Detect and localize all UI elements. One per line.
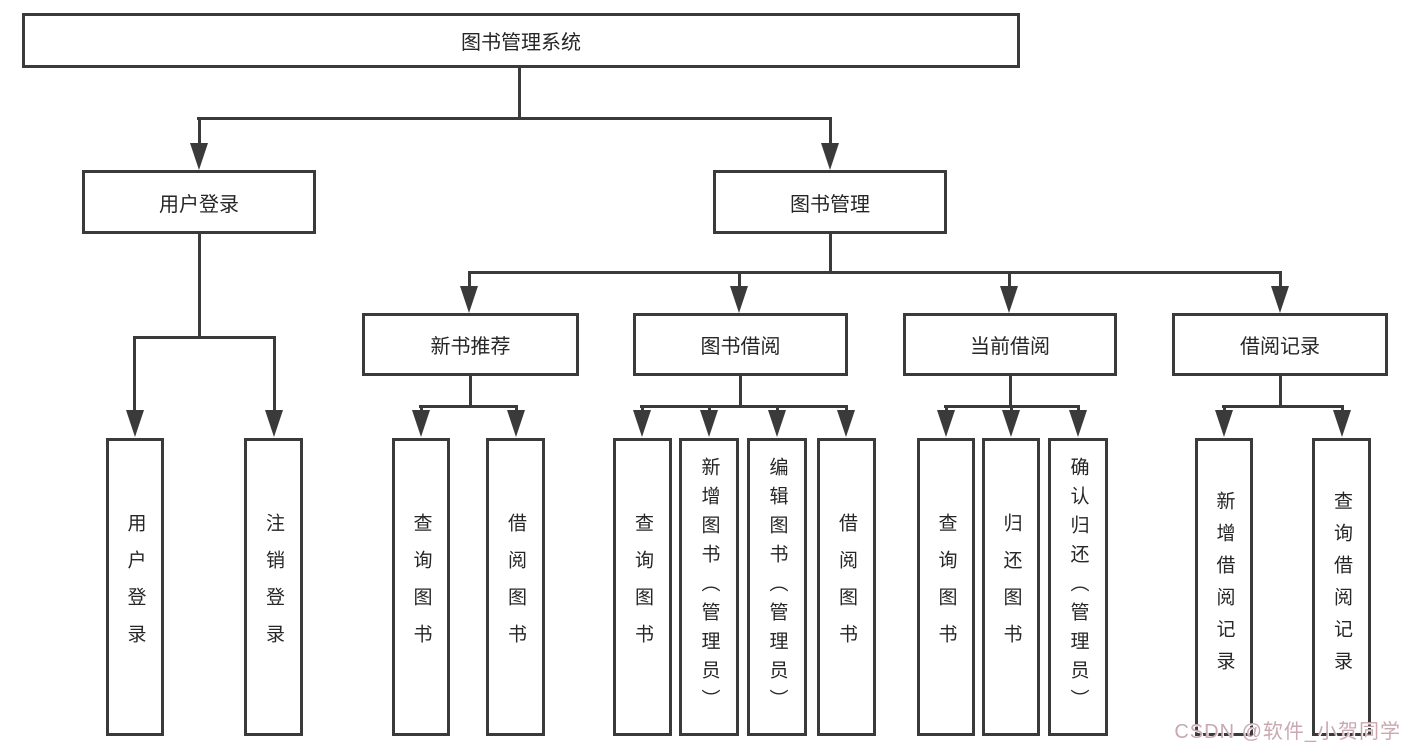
leaf-add-book-admin: 新增图书（管理员） xyxy=(679,438,739,736)
connector-split-book-borrow xyxy=(640,405,848,408)
leaf-add-borrow-record: 新增借阅记录 xyxy=(1195,438,1253,736)
node-book-borrow: 图书借阅 xyxy=(633,313,848,376)
connector-arrow-shaft-add-borrow-record xyxy=(1223,405,1226,413)
leaf-label: 确认归还（管理员） xyxy=(1067,456,1089,718)
connector-arrow-shaft-book-management xyxy=(829,117,832,147)
connector-split-level3 xyxy=(468,271,1282,274)
connector-arrow-shaft-user-login xyxy=(198,117,201,147)
leaf-query-books-1: 查询图书 xyxy=(392,438,450,736)
arrowhead-borrow-books-1 xyxy=(507,410,525,437)
leaf-label: 借阅图书 xyxy=(505,513,526,661)
connector-arrow-shaft-return-book xyxy=(1010,405,1013,413)
arrowhead-leaf-user-login xyxy=(126,410,144,437)
arrowhead-current-borrow xyxy=(1000,286,1018,313)
connector-arrow-shaft-borrow-record xyxy=(1279,271,1282,289)
connector-arrow-shaft-query-books-1 xyxy=(420,405,423,413)
leaf-logout: 注销登录 xyxy=(244,438,303,736)
arrowhead-book-management xyxy=(821,143,839,170)
node-label: 用户登录 xyxy=(159,193,239,216)
connector-arrow-shaft-confirm-return xyxy=(1077,405,1080,413)
connector-book-borrow-stem xyxy=(739,375,742,407)
connector-user-login-stem xyxy=(198,234,201,338)
leaf-borrow-books-1: 借阅图书 xyxy=(486,438,545,736)
connector-arrow-shaft-leaf-user-login xyxy=(133,336,136,413)
node-label: 借阅记录 xyxy=(1240,336,1320,358)
connector-arrow-shaft-new-book xyxy=(468,271,471,289)
node-book-management: 图书管理 xyxy=(713,170,947,234)
arrowhead-leaf-logout xyxy=(265,410,283,437)
node-label: 当前借阅 xyxy=(970,336,1050,358)
node-current-borrow: 当前借阅 xyxy=(903,313,1117,376)
connector-book-management-stem xyxy=(829,234,832,274)
connector-arrow-shaft-book-borrow xyxy=(738,271,741,289)
leaf-query-books-2: 查询图书 xyxy=(613,438,672,736)
node-label: 图书借阅 xyxy=(700,336,781,358)
connector-arrow-shaft-query-books-2 xyxy=(641,405,644,413)
leaf-label: 查询借阅记录 xyxy=(1331,491,1352,683)
leaf-query-books-3: 查询图书 xyxy=(917,438,975,736)
connector-arrow-shaft-edit-book xyxy=(776,405,779,413)
connector-split-level2 xyxy=(197,117,832,120)
connector-split-user-login xyxy=(133,336,276,339)
connector-new-book-stem xyxy=(469,375,472,407)
arrowhead-book-borrow xyxy=(730,286,748,313)
arrowhead-borrow-record xyxy=(1271,286,1289,313)
leaf-label: 编辑图书（管理员） xyxy=(766,456,788,718)
arrowhead-query-books-3 xyxy=(937,410,955,437)
node-borrow-record: 借阅记录 xyxy=(1172,313,1388,376)
node-label: 图书管理系统 xyxy=(461,32,581,54)
connector-split-new-book xyxy=(419,405,517,408)
leaf-confirm-return-admin: 确认归还（管理员） xyxy=(1048,438,1108,736)
connector-arrow-shaft-borrow-books-2 xyxy=(845,405,848,413)
leaf-label: 注销登录 xyxy=(263,513,284,661)
arrowhead-return-book xyxy=(1002,410,1020,437)
node-library-system: 图书管理系统 xyxy=(22,13,1020,68)
arrowhead-borrow-books-2 xyxy=(837,410,855,437)
arrowhead-query-borrow-record xyxy=(1333,410,1351,437)
connector-borrow-record-stem xyxy=(1279,375,1282,407)
node-user-login: 用户登录 xyxy=(82,170,316,234)
watermark-text: CSDN @软件_小贺同学 xyxy=(1174,721,1401,743)
arrowhead-query-books-1 xyxy=(412,410,430,437)
node-label: 图书管理 xyxy=(790,193,870,216)
leaf-label: 新增图书（管理员） xyxy=(698,456,720,718)
connector-arrow-shaft-borrow-books-1 xyxy=(515,405,518,413)
leaf-label: 归还图书 xyxy=(1000,513,1022,661)
connector-arrow-shaft-current-borrow xyxy=(1008,271,1011,289)
leaf-label: 用户登录 xyxy=(124,513,146,661)
arrowhead-add-book xyxy=(700,410,718,437)
arrowhead-query-books-2 xyxy=(633,410,651,437)
arrowhead-new-book xyxy=(460,286,478,313)
arrowhead-add-borrow-record xyxy=(1215,410,1233,437)
leaf-label: 查询图书 xyxy=(632,513,653,661)
connector-root-stem xyxy=(518,68,521,118)
node-label: 新书推荐 xyxy=(430,336,511,358)
leaf-label: 查询图书 xyxy=(410,513,432,661)
leaf-query-borrow-record: 查询借阅记录 xyxy=(1312,438,1371,736)
leaf-edit-book-admin: 编辑图书（管理员） xyxy=(747,438,807,736)
connector-arrow-shaft-add-book xyxy=(708,405,711,413)
leaf-borrow-books-2: 借阅图书 xyxy=(817,438,876,736)
leaf-label: 借阅图书 xyxy=(836,513,857,661)
arrowhead-user-login xyxy=(190,143,208,170)
connector-arrow-shaft-leaf-logout xyxy=(273,336,276,413)
leaf-label: 查询图书 xyxy=(935,513,957,661)
node-new-book-recommend: 新书推荐 xyxy=(362,313,579,376)
leaf-user-login: 用户登录 xyxy=(106,438,164,736)
arrowhead-edit-book xyxy=(768,410,786,437)
arrowhead-confirm-return xyxy=(1069,410,1087,437)
leaf-return-book: 归还图书 xyxy=(982,438,1040,736)
connector-arrow-shaft-query-books-3 xyxy=(945,405,948,413)
connector-current-borrow-stem xyxy=(1009,375,1012,407)
leaf-label: 新增借阅记录 xyxy=(1213,491,1235,683)
connector-split-borrow-record xyxy=(1222,405,1343,408)
connector-arrow-shaft-query-borrow-record xyxy=(1341,405,1344,413)
